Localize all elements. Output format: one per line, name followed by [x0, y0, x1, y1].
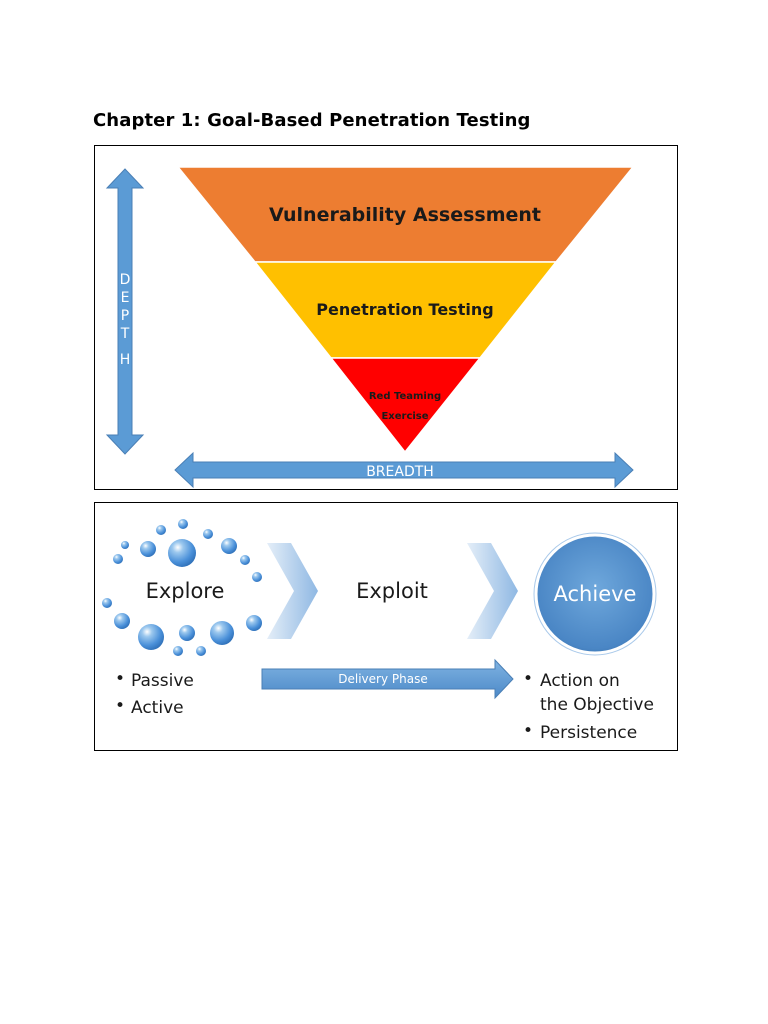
depth-letter: T	[120, 326, 130, 342]
bubble	[196, 646, 206, 656]
depth-letter: D	[120, 272, 131, 288]
chevron-right-icon	[467, 543, 518, 639]
explore-bubbles	[102, 519, 262, 656]
bubble	[102, 598, 112, 608]
pyramid-label-pentest: Penetration Testing	[316, 300, 493, 319]
depth-label: D E P T H	[120, 272, 131, 368]
chevron-right-icon	[267, 543, 318, 639]
stage-explore: Explore	[146, 579, 225, 603]
stage-achieve: Achieve	[554, 582, 637, 606]
pyramid-label-redteam-line1: Red Teaming	[369, 391, 441, 402]
depth-letter: H	[120, 352, 131, 368]
explore-bullet-passive: Passive	[131, 671, 194, 691]
achieve-circle	[534, 533, 656, 655]
bullet-marker: •	[115, 669, 125, 689]
bubble	[138, 624, 164, 650]
bubble	[173, 646, 183, 656]
depth-letter: E	[121, 290, 130, 306]
bullet-marker: •	[523, 669, 533, 689]
depth-arrow	[105, 168, 145, 455]
bubble	[178, 519, 188, 529]
bubble	[121, 541, 129, 549]
pyramid-label-vulnerability: Vulnerability Assessment	[269, 204, 541, 226]
pyramid-label-redteam-line2: Exercise	[381, 411, 428, 422]
pyramid-level-redteam	[329, 357, 482, 454]
explore-bullet-active: Active	[131, 698, 184, 718]
bubble	[140, 541, 156, 557]
achieve-bullet-action-line1: Action on	[540, 671, 620, 691]
achieve-bullet-action-line2: the Objective	[540, 695, 654, 715]
bullet-marker: •	[115, 696, 125, 716]
bubble	[114, 613, 130, 629]
pyramid-figure: D E P T H Vulnerability Assessment Penet…	[94, 145, 678, 490]
bubble	[179, 625, 195, 641]
stage-exploit: Exploit	[356, 579, 428, 603]
bubble	[156, 525, 166, 535]
achieve-circle-outline	[533, 532, 657, 656]
breadth-label: BREADTH	[366, 464, 434, 480]
bubble	[210, 621, 234, 645]
bubble	[240, 555, 250, 565]
bubble	[203, 529, 213, 539]
delivery-phase-label: Delivery Phase	[338, 672, 427, 686]
bubble	[221, 538, 237, 554]
bullet-marker: •	[523, 721, 533, 741]
delivery-phase-arrow	[261, 658, 514, 700]
achieve-bullet-persistence: Persistence	[540, 723, 637, 743]
bubble	[246, 615, 262, 631]
process-figure: Explore Exploit Achieve Delivery Phase •…	[94, 502, 678, 751]
bubble	[113, 554, 123, 564]
breadth-arrow	[174, 451, 634, 489]
depth-letter: P	[121, 308, 129, 324]
chapter-title: Chapter 1: Goal-Based Penetration Testin…	[93, 110, 531, 131]
bubble	[168, 539, 196, 567]
bubble	[252, 572, 262, 582]
